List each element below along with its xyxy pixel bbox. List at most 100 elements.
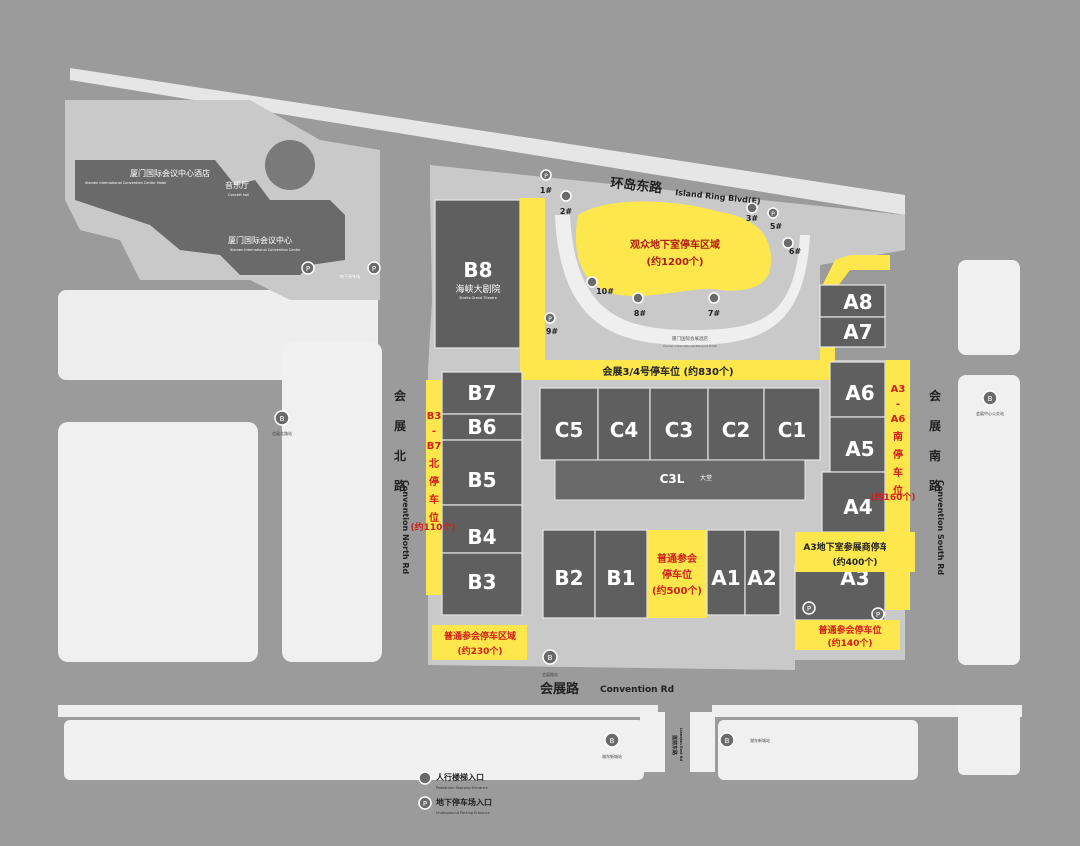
- hall-a6: A6: [829, 361, 886, 418]
- north-rd-en: Convention North Rd: [401, 480, 410, 575]
- city-block-south-right: [718, 720, 918, 780]
- svg-text:B6: B6: [467, 415, 496, 439]
- general-parking-se: [795, 620, 900, 650]
- legend-park-en: Underground Parking Entrance: [436, 811, 490, 815]
- north-rd-char-3: 北: [394, 448, 406, 463]
- legend-park-cn: 地下停车场入口: [436, 797, 492, 807]
- general-parking-se-line1: 普通参会停车位: [818, 624, 881, 636]
- svg-text:6#: 6#: [789, 247, 802, 256]
- legend-ped-en: Pedestrian Stairway Entrance: [436, 786, 488, 790]
- parking-3-4-area: [515, 198, 890, 380]
- svg-text:9#: 9#: [546, 327, 559, 336]
- b3b7-char-1: -: [432, 426, 436, 437]
- b3b7-count: (约110个): [410, 521, 455, 533]
- hall-a1: A1: [706, 529, 746, 616]
- hall-b2: B2: [542, 529, 596, 619]
- svg-text:A1: A1: [711, 566, 740, 590]
- b3b7-char-4: 停: [429, 475, 439, 488]
- svg-text:1#: 1#: [540, 186, 553, 195]
- road-edge-north: [70, 68, 905, 215]
- svg-text:5#: 5#: [770, 222, 783, 231]
- svg-text:B5: B5: [467, 468, 496, 492]
- svg-text:A7: A7: [843, 320, 872, 344]
- general-parking-mid-line1: 普通参会: [657, 552, 697, 565]
- parking-pin-a3-right: P: [871, 607, 885, 621]
- a3a6-char-1: -: [896, 399, 900, 410]
- svg-text:A6: A6: [845, 381, 874, 405]
- a3a6-char-3: 南: [893, 430, 903, 443]
- city-block-east-bottom: [958, 705, 1020, 775]
- convention-center-en: Xiamen International Convention Center: [230, 248, 301, 252]
- hall-a8: A8: [819, 284, 886, 318]
- svg-text:B: B: [725, 737, 730, 745]
- general-parking-mid-line2: 停车位: [662, 568, 692, 581]
- north-rd-char-1: 会: [394, 388, 407, 403]
- convention-center-cn: 厦门国际会议中心: [228, 235, 292, 245]
- svg-text:B2: B2: [554, 566, 583, 590]
- a3a6-char-0: A3: [891, 384, 906, 395]
- a3a6-char-4: 停: [893, 448, 903, 461]
- svg-text:A2: A2: [747, 566, 776, 590]
- road-lianqian-right: [690, 712, 715, 772]
- svg-text:C5: C5: [555, 418, 584, 442]
- a3-underground-line1: A3地下室参展商停车位置: [803, 541, 906, 553]
- general-parking-sw-line2: (约230个): [457, 645, 502, 657]
- bus-stop-west-label: 会展北路站: [272, 430, 292, 436]
- road-edge-south-right: [712, 705, 1022, 717]
- general-parking-mid-line3: (约500个): [652, 584, 702, 597]
- entrance-5: P 5#: [767, 207, 783, 231]
- bus-stop-sw: B: [604, 732, 620, 748]
- svg-text:B3: B3: [467, 570, 496, 594]
- parking-entrance-pin-cc: P: [301, 261, 315, 275]
- convention-rd-en: Convention Rd: [600, 685, 674, 695]
- bus-stop-west: B: [274, 410, 290, 426]
- bus-stop-east: B: [982, 390, 998, 406]
- svg-text:P: P: [423, 800, 427, 808]
- entrance-7: 7#: [708, 292, 721, 318]
- south-rd-char-4: 路: [929, 478, 942, 493]
- b3b7-char-0: B3: [427, 411, 442, 422]
- c3l-lobby: [554, 459, 806, 501]
- entrance-9: P 9#: [544, 312, 559, 336]
- a3a6-char-2: A6: [891, 414, 906, 425]
- svg-text:A4: A4: [843, 495, 872, 519]
- hotel-name-cn: 厦门国际会议中心酒店: [130, 168, 210, 178]
- concert-hall-cn: 音乐厅: [225, 180, 249, 190]
- hall-b3: B3: [441, 552, 523, 616]
- theatre-name-cn: 海峡大剧院: [455, 283, 500, 295]
- hall-b5: B5: [441, 439, 523, 506]
- hall-b7: B7: [441, 371, 523, 415]
- road-edge-south-left: [58, 705, 658, 717]
- svg-text:P: P: [306, 265, 310, 273]
- legend-pedestrian: 人行楼梯入口 Pedestrian Stairway Entrance: [418, 771, 488, 790]
- hall-a4: A4: [821, 471, 886, 533]
- island-ring-road-cn: 环岛东路: [610, 175, 664, 196]
- convention-rd-cn: 会展路: [540, 681, 580, 697]
- hall-label-b8: B8: [463, 258, 492, 282]
- svg-text:10#: 10#: [596, 287, 614, 296]
- svg-text:3#: 3#: [746, 214, 759, 223]
- north-rd-char-4: 路: [394, 478, 407, 493]
- city-block-south-left: [64, 720, 644, 780]
- entrance-2: 2#: [560, 190, 572, 216]
- hall-c1: C1: [763, 387, 821, 461]
- general-parking-sw-line1: 普通参会停车区域: [444, 630, 516, 642]
- legend-parking: P 地下停车场入口 Underground Parking Entrance: [418, 796, 492, 815]
- hotel-name-en: Xiamen International Convention Center H…: [85, 181, 166, 185]
- svg-text:C4: C4: [610, 418, 639, 442]
- hall-b1: B1: [594, 529, 648, 619]
- svg-text:P: P: [807, 605, 811, 613]
- general-parking-mid: [647, 530, 707, 618]
- audience-parking-line1: 观众地下室停车区域: [630, 238, 720, 251]
- parking-pin-a3-left: P: [802, 601, 816, 615]
- hall-a2: A2: [744, 529, 781, 616]
- hall-b6: B6: [441, 413, 523, 441]
- svg-text:B: B: [548, 654, 553, 662]
- hall-a7: A7: [819, 316, 886, 348]
- svg-text:7#: 7#: [708, 309, 721, 318]
- city-block-east-low: [958, 590, 1020, 665]
- bus-stop-east-label: 会展中心公交站: [976, 410, 1004, 416]
- lianqian-rd-cn: 莲前东路: [671, 735, 678, 756]
- banquet-hotel-en: Xiamen International Banquet Hotel: [663, 344, 717, 348]
- hall-c3: C3: [649, 387, 709, 461]
